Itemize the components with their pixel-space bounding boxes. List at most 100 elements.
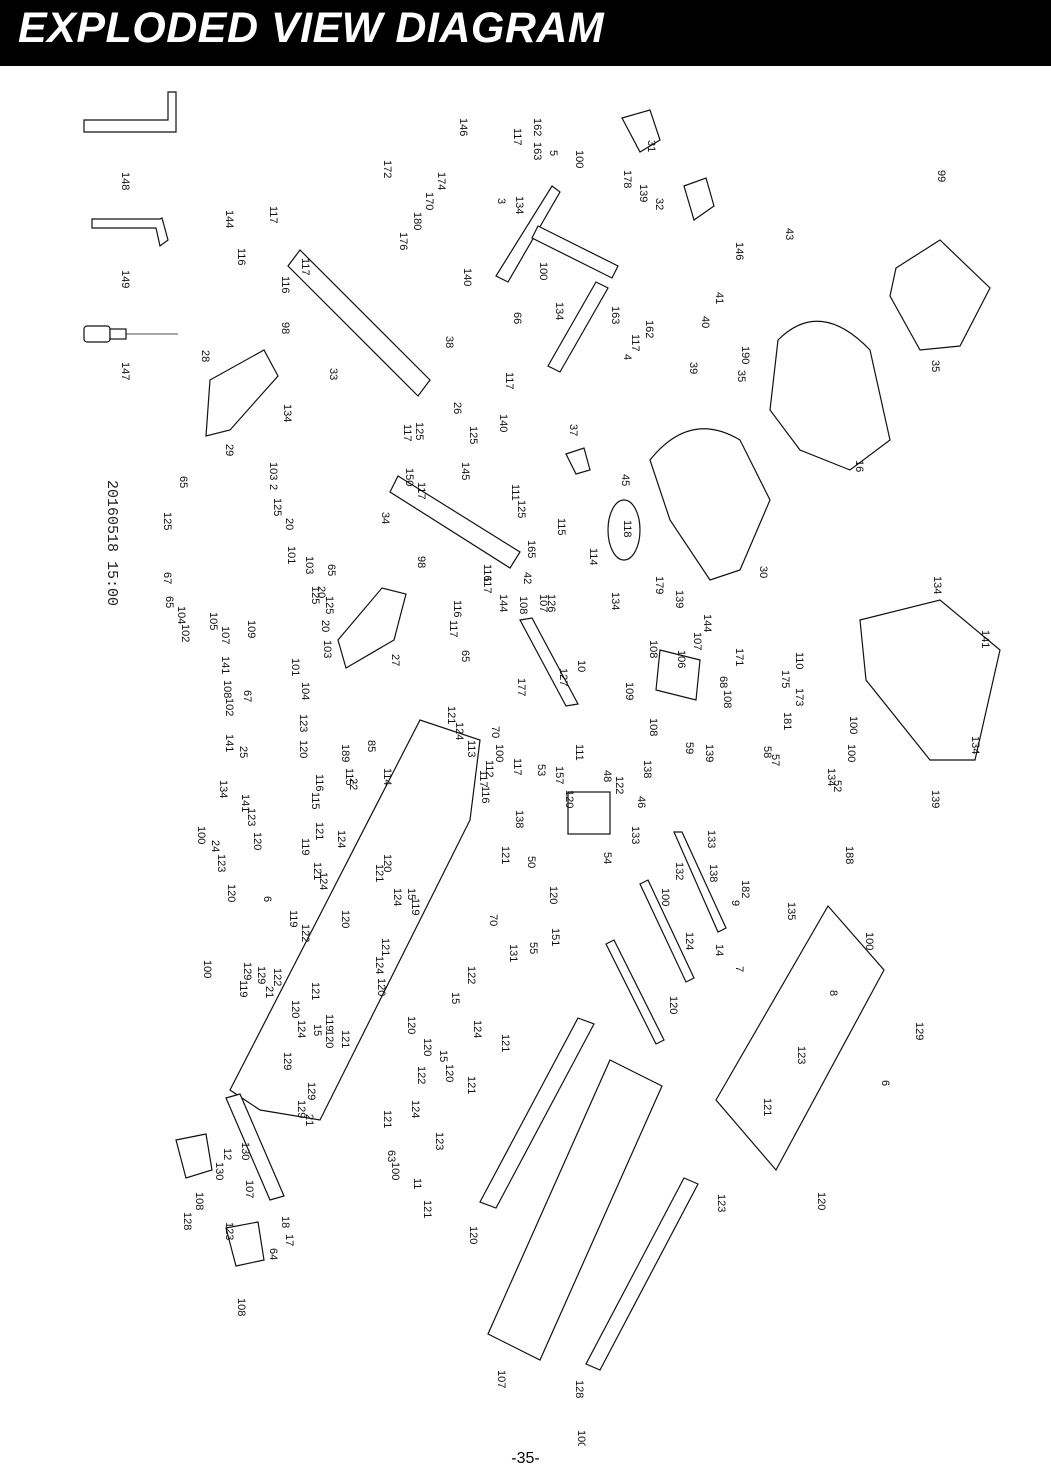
callout-label: 121 bbox=[339, 1030, 351, 1048]
callout-label: 85 bbox=[365, 740, 377, 752]
callout-label: 138 bbox=[641, 760, 653, 778]
callout-label: 121 bbox=[421, 1200, 433, 1218]
callout-label: 124 bbox=[453, 722, 465, 740]
callout-label: 40 bbox=[699, 316, 711, 328]
callout-label: 110 bbox=[793, 652, 805, 670]
callout-label: 141 bbox=[239, 794, 251, 812]
callout-label: 181 bbox=[781, 712, 793, 730]
callout-label: 100 bbox=[573, 150, 585, 168]
callout-label: 147 bbox=[119, 362, 131, 380]
callout-label: 98 bbox=[279, 322, 291, 334]
callout-label: 128 bbox=[181, 1212, 193, 1230]
callout-label: 134 bbox=[281, 404, 293, 422]
callout-label: 15 bbox=[449, 992, 461, 1004]
callout-label: 120 bbox=[815, 1192, 827, 1210]
callout-label: 111 bbox=[573, 744, 585, 761]
rail-6 bbox=[605, 939, 665, 1045]
callout-label: 63 bbox=[385, 1150, 397, 1162]
callout-label: 120 bbox=[339, 910, 351, 928]
callout-label: 121 bbox=[445, 706, 457, 724]
running-deck-13 bbox=[487, 1059, 663, 1361]
console-top-28 bbox=[889, 239, 991, 351]
callout-label: 103 bbox=[303, 556, 315, 574]
page-number: -35- bbox=[511, 1450, 540, 1467]
callout-label: 149 bbox=[119, 270, 131, 288]
callout-label: 176 bbox=[397, 232, 409, 250]
callout-label: 129 bbox=[241, 962, 253, 980]
callout-label: 35 bbox=[735, 370, 747, 382]
callout-label: 170 bbox=[423, 192, 435, 210]
callout-label: 119 bbox=[299, 838, 311, 856]
console-panel-29 bbox=[769, 320, 891, 471]
callout-label: 100 bbox=[201, 960, 213, 978]
callout-label: 107 bbox=[243, 1180, 255, 1198]
callout-label: 22 bbox=[347, 778, 359, 790]
callout-label: 163 bbox=[609, 306, 621, 324]
callout-label: 150 bbox=[403, 468, 415, 486]
callout-label: 58 bbox=[761, 746, 773, 758]
callout-label: 125 bbox=[161, 512, 173, 530]
callout-label: 103 bbox=[321, 640, 333, 658]
callout-label: 104 bbox=[299, 682, 311, 700]
callout-label: 18 bbox=[279, 1216, 291, 1228]
callout-label: 114 bbox=[381, 768, 393, 786]
callout-label: 33 bbox=[327, 368, 339, 380]
callout-label: 120 bbox=[297, 740, 309, 758]
callout-label: 15 bbox=[437, 1050, 449, 1062]
callout-label: 190 bbox=[739, 346, 751, 364]
callout-label: 117 bbox=[415, 482, 427, 500]
callout-label: 179 bbox=[653, 576, 665, 594]
callout-label: 121 bbox=[381, 1110, 393, 1128]
callout-label: 125 bbox=[413, 422, 425, 440]
callout-label: 123 bbox=[245, 808, 257, 826]
callout-label: 171 bbox=[733, 648, 745, 666]
callout-label: 100 bbox=[845, 744, 857, 762]
callout-label: 102 bbox=[179, 624, 191, 642]
callout-label: 182 bbox=[739, 880, 751, 898]
callout-label: 29 bbox=[223, 444, 235, 456]
callout-label: 17 bbox=[283, 1234, 295, 1246]
callout-label: 139 bbox=[929, 790, 941, 808]
callout-label: 121 bbox=[373, 864, 385, 882]
callout-label: 129 bbox=[255, 966, 267, 984]
handlebar-left-33 bbox=[287, 249, 431, 397]
callout-label: 121 bbox=[309, 982, 321, 1000]
callout-label: 128 bbox=[573, 1380, 585, 1398]
callout-label: 14 bbox=[713, 944, 725, 956]
callout-label: 20 bbox=[283, 518, 295, 530]
callout-label: 134 bbox=[513, 196, 525, 214]
callout-label: 42 bbox=[521, 572, 533, 584]
callout-label: 133 bbox=[629, 826, 641, 844]
callout-label: 122 bbox=[299, 924, 311, 942]
callout-label: 65 bbox=[177, 476, 189, 488]
callout-label: 121 bbox=[465, 1076, 477, 1094]
callout-label: 120 bbox=[547, 886, 559, 904]
callout-label: 2 bbox=[267, 484, 279, 490]
callout-label: 117 bbox=[267, 206, 279, 224]
callout-label: 115 bbox=[343, 768, 355, 786]
callout-label: 120 bbox=[421, 1038, 433, 1056]
callout-label: 118 bbox=[621, 520, 633, 538]
callout-label: 100 bbox=[537, 262, 549, 280]
callout-label: 50 bbox=[525, 856, 537, 868]
callout-label: 99 bbox=[935, 170, 947, 182]
roller-rear-11 bbox=[225, 1093, 285, 1201]
callout-label: 120 bbox=[563, 790, 575, 808]
frame-base bbox=[229, 719, 481, 1121]
screwdriver-147 bbox=[83, 325, 178, 343]
callout-label: 65 bbox=[459, 650, 471, 662]
date-stamp: 20160518 15:00 bbox=[103, 480, 120, 606]
callout-label: 107 bbox=[219, 626, 231, 644]
motor-45 bbox=[607, 499, 641, 561]
callout-label: 115 bbox=[555, 518, 567, 536]
callout-label: 108 bbox=[221, 680, 233, 698]
callout-label: 121 bbox=[761, 1098, 773, 1116]
callout-label: 108 bbox=[193, 1192, 205, 1210]
callout-label: 180 bbox=[411, 212, 423, 230]
callout-label: 174 bbox=[435, 172, 447, 190]
callout-label: 117 bbox=[503, 372, 515, 390]
callout-label: 16 bbox=[853, 460, 865, 472]
callout-label: 134 bbox=[553, 302, 565, 320]
callout-label: 173 bbox=[793, 688, 805, 706]
